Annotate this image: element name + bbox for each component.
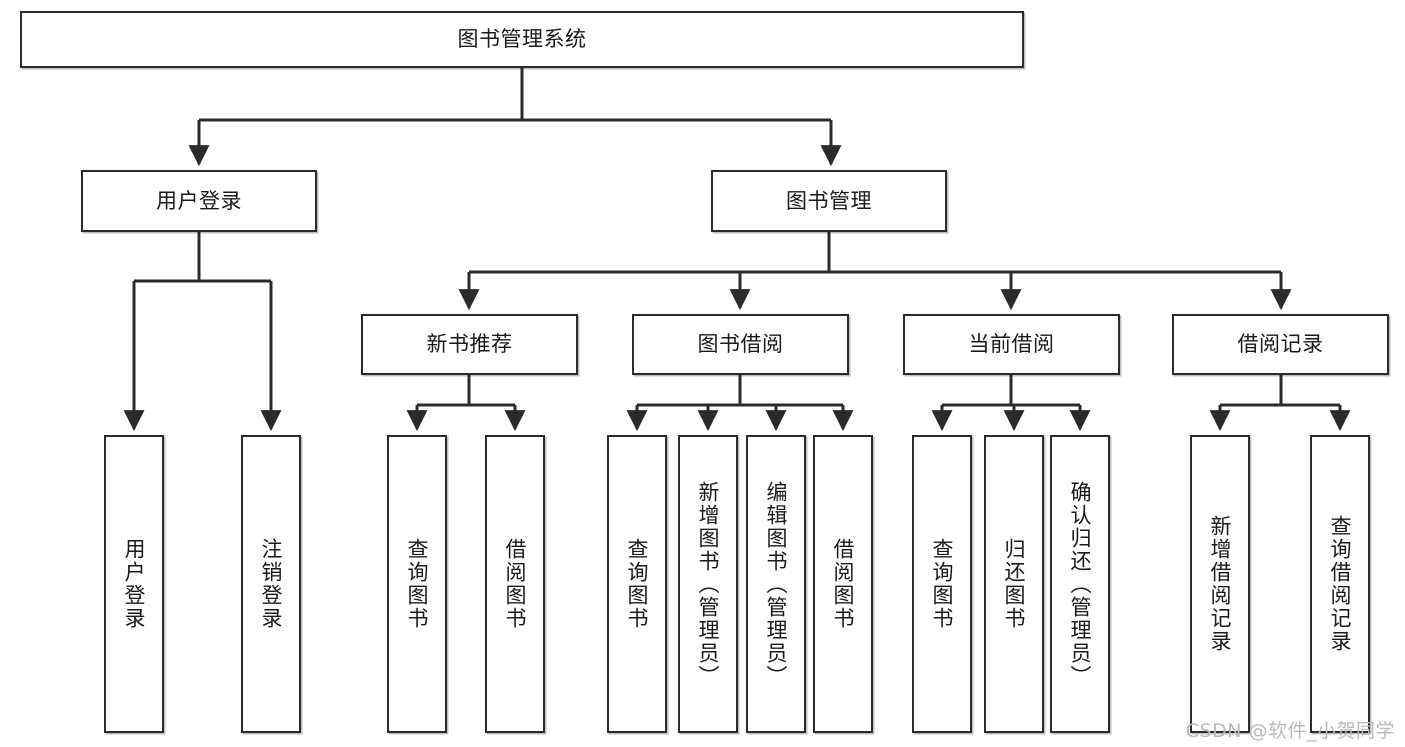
node-borrow-record-label: 借阅记录	[1237, 332, 1324, 357]
node-leaf-confirm-return-label: 确认归还（管理员）	[1068, 480, 1093, 688]
node-root-label: 图书管理系统	[457, 27, 587, 52]
node-leaf-logout[interactable]: 注销登录	[241, 435, 301, 733]
node-current-borrow[interactable]: 当前借阅	[903, 314, 1120, 375]
node-leaf-edit-book-label: 编辑图书（管理员）	[764, 480, 789, 688]
node-leaf-add-record-label: 新增借阅记录	[1208, 515, 1233, 653]
node-leaf-user-login[interactable]: 用户登录	[104, 435, 164, 733]
node-leaf-borrow-book-1[interactable]: 借阅图书	[485, 435, 545, 733]
node-leaf-add-record[interactable]: 新增借阅记录	[1190, 435, 1250, 733]
node-leaf-borrow-book-2[interactable]: 借阅图书	[813, 435, 873, 733]
node-leaf-query-book-3-label: 查询图书	[930, 538, 955, 630]
node-book-borrow[interactable]: 图书借阅	[632, 314, 849, 375]
node-borrow-record[interactable]: 借阅记录	[1172, 314, 1389, 375]
node-book-manage-label: 图书管理	[786, 188, 872, 213]
node-leaf-borrow-book-1-label: 借阅图书	[503, 538, 528, 630]
node-leaf-query-book-2[interactable]: 查询图书	[607, 435, 667, 733]
node-leaf-return-book-label: 归还图书	[1002, 538, 1027, 630]
node-leaf-return-book[interactable]: 归还图书	[984, 435, 1044, 733]
node-leaf-query-book-1-label: 查询图书	[405, 538, 430, 630]
node-leaf-query-book-2-label: 查询图书	[625, 538, 650, 630]
node-leaf-add-book[interactable]: 新增图书（管理员）	[678, 435, 738, 733]
node-new-book-recommend[interactable]: 新书推荐	[361, 314, 578, 375]
node-book-manage[interactable]: 图书管理	[711, 170, 947, 232]
watermark: CSDN @软件_小贺同学	[1185, 720, 1395, 742]
node-root[interactable]: 图书管理系统	[20, 11, 1024, 68]
node-leaf-add-book-label: 新增图书（管理员）	[696, 480, 721, 688]
node-leaf-user-login-label: 用户登录	[122, 538, 147, 630]
node-book-borrow-label: 图书借阅	[697, 332, 784, 357]
node-leaf-borrow-book-2-label: 借阅图书	[831, 538, 856, 630]
node-leaf-confirm-return[interactable]: 确认归还（管理员）	[1050, 435, 1110, 733]
node-leaf-query-record[interactable]: 查询借阅记录	[1310, 435, 1370, 733]
node-current-borrow-label: 当前借阅	[968, 332, 1055, 357]
node-new-book-recommend-label: 新书推荐	[426, 332, 513, 357]
node-user-login[interactable]: 用户登录	[81, 170, 317, 232]
node-leaf-edit-book[interactable]: 编辑图书（管理员）	[746, 435, 806, 733]
node-leaf-query-book-3[interactable]: 查询图书	[912, 435, 972, 733]
node-user-login-label: 用户登录	[156, 188, 242, 213]
node-leaf-logout-label: 注销登录	[259, 538, 284, 630]
node-leaf-query-book-1[interactable]: 查询图书	[387, 435, 447, 733]
node-leaf-query-record-label: 查询借阅记录	[1328, 515, 1353, 653]
